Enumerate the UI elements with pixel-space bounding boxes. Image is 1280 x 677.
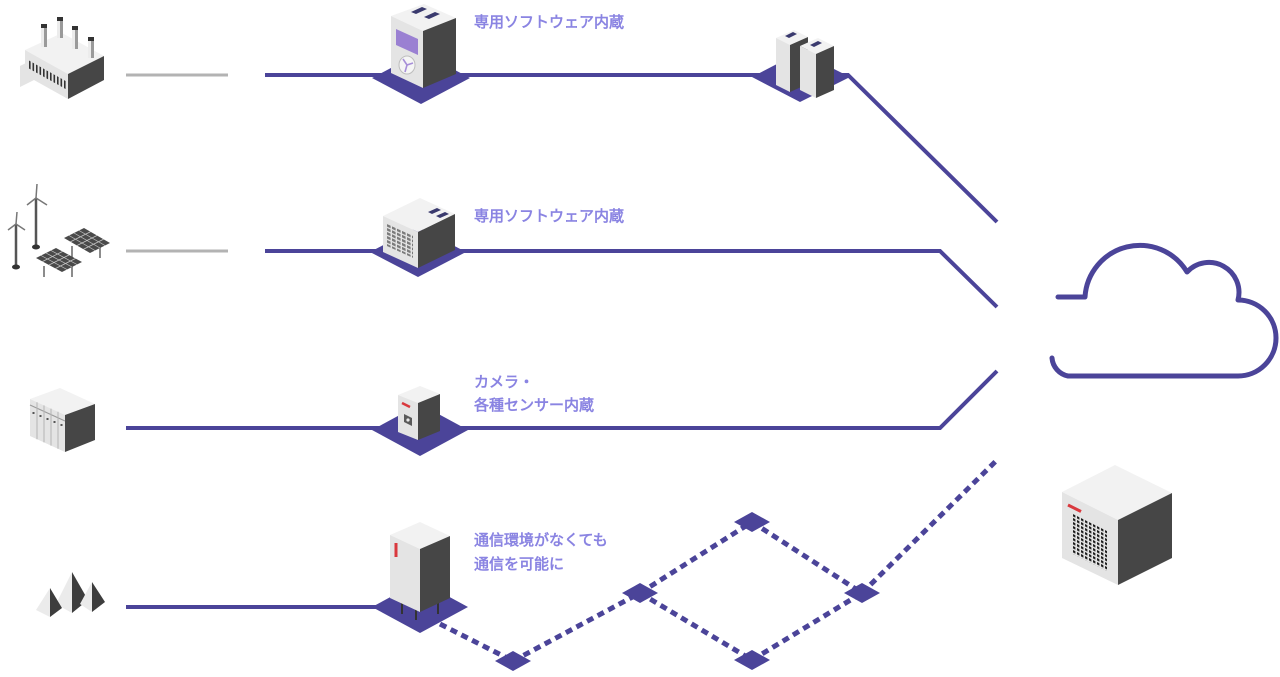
mesh-link	[438, 621, 515, 664]
camera-sensor-device-icon	[372, 386, 468, 456]
industrial-pc-icon	[370, 198, 466, 277]
software-label-1: 専用ソフトウェア内蔵	[474, 13, 624, 31]
software-label-2: 専用ソフトウェア内蔵	[474, 207, 624, 225]
mesh-node-icon	[734, 512, 770, 532]
row1-uplink	[265, 73, 999, 224]
outdoor-cabinet-icon	[372, 522, 468, 633]
server-pair-icon	[752, 30, 850, 102]
gateway-box-icon	[1062, 465, 1172, 585]
renewable-energy-icon	[7, 183, 110, 277]
mesh-link	[511, 590, 642, 664]
mesh-node-icon	[495, 651, 531, 671]
mesh-link	[638, 519, 754, 596]
mesh-uplink	[860, 458, 999, 595]
row2-uplink	[265, 249, 999, 309]
edge-computer-icon	[372, 4, 470, 104]
mesh-link	[638, 590, 754, 663]
solar-panel-icon	[64, 228, 110, 258]
offline-label-line1: 通信環境がなくても	[474, 531, 608, 549]
mesh-node-icon	[844, 583, 880, 603]
offline-label-line2: 通信を可能に	[474, 555, 564, 573]
mesh-link	[750, 519, 864, 596]
solar-panel-icon	[36, 248, 82, 277]
mountains-icon	[36, 572, 105, 617]
cloud-icon	[1049, 242, 1279, 379]
camera-label-line1: カメラ・	[474, 373, 534, 391]
mesh-node-icon	[734, 650, 770, 670]
mesh-node-icon	[622, 583, 658, 603]
mesh-network	[438, 458, 999, 671]
mesh-link	[750, 590, 864, 663]
wind-turbine-icon	[7, 183, 48, 270]
factory-icon	[20, 17, 104, 99]
connection-lines	[126, 73, 999, 609]
server-rack-icon	[29, 388, 95, 452]
camera-label-line2: 各種センサー内蔵	[473, 396, 594, 414]
